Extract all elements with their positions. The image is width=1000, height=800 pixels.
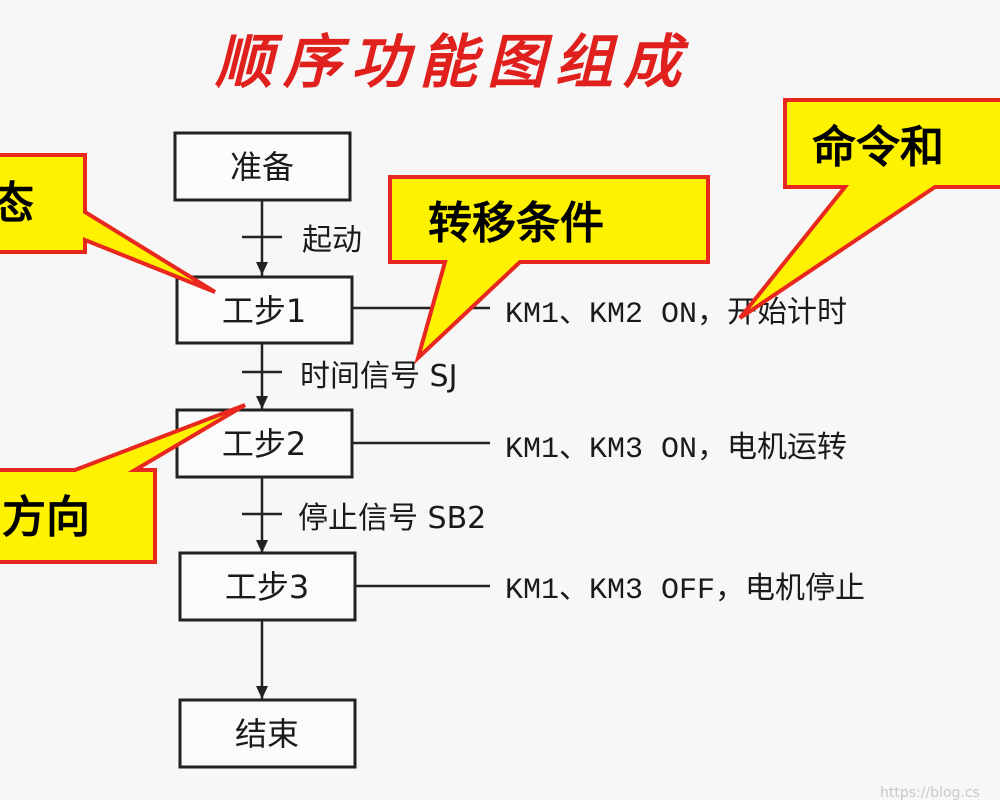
callout-state-text: 态	[0, 178, 34, 229]
arrow-head	[256, 396, 268, 409]
step-label: 工步2	[222, 425, 306, 463]
arrow-head	[256, 540, 268, 553]
transition-label: 起动	[302, 223, 362, 258]
action-text: KM1、KM3 ON，电机运转	[505, 431, 847, 467]
transition-label: 时间信号 SJ	[300, 359, 457, 394]
watermark: https://blog.cs	[880, 785, 980, 800]
step-box-prepare	[173, 131, 352, 202]
slide-title: 顺序功能图组成	[214, 28, 691, 96]
step-label: 准备	[230, 148, 294, 186]
step-box-end	[178, 698, 357, 769]
callout-command-text: 命令和	[812, 122, 944, 173]
arrow-head	[256, 262, 268, 275]
action-text: KM1、KM2 ON，开始计时	[505, 296, 847, 332]
callout-transition-text: 转移条件	[428, 198, 604, 249]
callout-command	[738, 98, 1000, 320]
callout-state	[0, 153, 217, 294]
transition-label: 停止信号 SB2	[298, 501, 486, 536]
callout-direction-text: 方向	[2, 492, 90, 543]
step-label: 结束	[235, 715, 299, 753]
arrow-head	[256, 686, 268, 699]
action-text: KM1、KM3 OFF，电机停止	[505, 572, 865, 608]
callout-direction	[0, 403, 247, 564]
callout-transition-condition	[388, 175, 710, 365]
step-box-3	[178, 551, 357, 622]
step-label: 工步3	[225, 568, 309, 606]
step-label: 工步1	[222, 292, 306, 330]
